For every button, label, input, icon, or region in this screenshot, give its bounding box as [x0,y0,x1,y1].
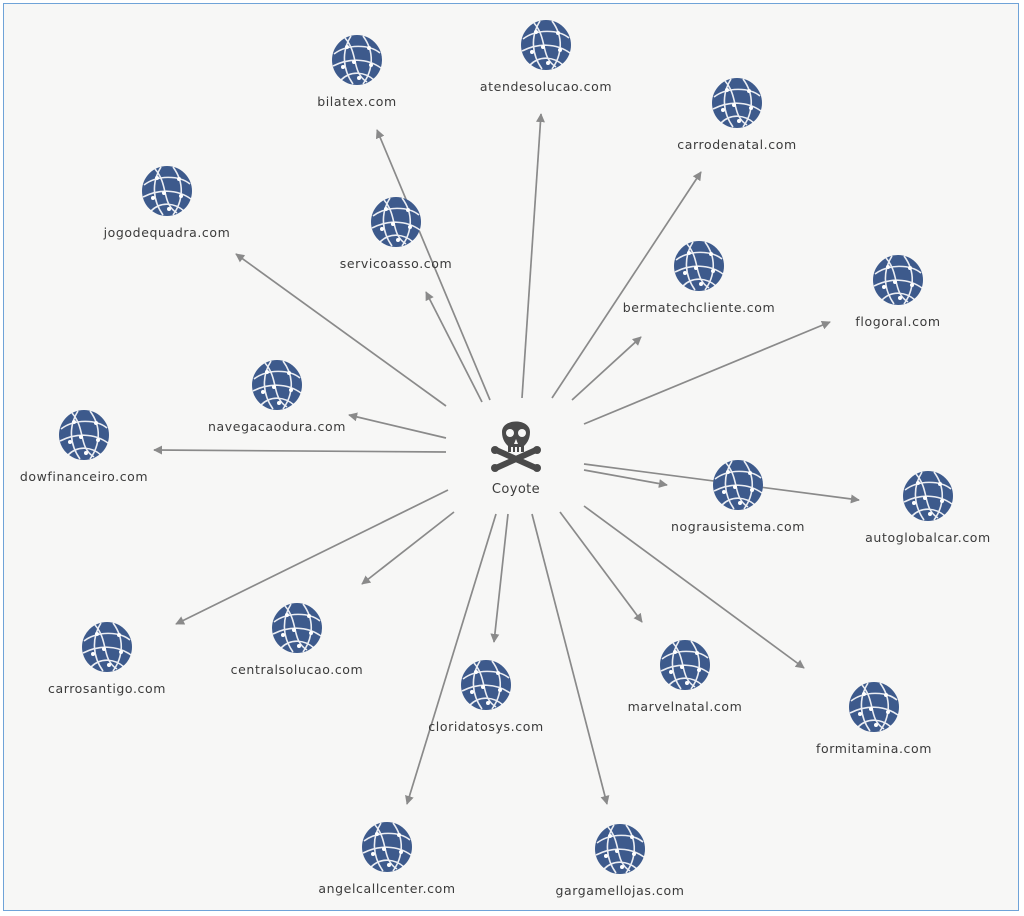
node-centralsolucao[interactable]: centralsolucao.com [231,602,364,677]
edge-coyote-to-nograusistema [583,469,668,488]
globe-icon [673,240,725,292]
node-marvelnatal[interactable]: marvelnatal.com [628,639,743,714]
node-angelcallcenter[interactable]: angelcallcenter.com [318,821,455,896]
globe-icon [251,359,303,411]
globe-icon [848,681,900,733]
globe-icon [370,196,422,248]
skull-crossbones-icon [491,421,541,472]
node-carrosantigo[interactable]: carrosantigo.com [48,621,166,696]
center-node[interactable]: Coyote [491,421,541,498]
node-label: atendesolucao.com [480,79,612,94]
globe-icon [659,639,711,691]
globe-icon [711,77,763,129]
node-label: angelcallcenter.com [318,881,455,896]
edge-coyote-to-dowfinanceiro [153,445,447,455]
globe-icon [872,254,924,306]
globe-icon [594,823,646,875]
edge-coyote-to-carrodenatal [551,171,702,399]
node-nograusistema[interactable]: nograusistema.com [671,459,805,534]
node-servicoasso[interactable]: servicoasso.com [340,196,453,271]
node-jogodequadra[interactable]: jogodequadra.com [103,165,231,240]
edge-coyote-to-carrosantigo [175,489,449,625]
globe-icon [331,34,383,86]
node-label: carrosantigo.com [48,681,166,696]
node-autoglobalcar[interactable]: autoglobalcar.com [865,470,991,545]
node-label: nograusistema.com [671,519,805,534]
link-graph: bilatex.com atendesolucao.com carrodenatal… [20,19,991,898]
center-node-label: Coyote [492,482,540,497]
node-label: marvelnatal.com [628,699,743,714]
graph-canvas[interactable]: bilatex.com atendesolucao.com carrodenatal… [3,3,1019,911]
node-label: bermatechcliente.com [623,300,775,315]
node-bilatex[interactable]: bilatex.com [317,34,397,109]
node-dowfinanceiro[interactable]: dowfinanceiro.com [20,409,148,484]
node-label: cloridatosys.com [428,719,543,734]
edge-coyote-to-bermatechcliente [571,336,642,401]
node-flogoral[interactable]: flogoral.com [855,254,940,329]
globe-icon [712,459,764,511]
node-label: jogodequadra.com [103,225,231,240]
edge-coyote-to-gargamellojas [531,513,610,805]
edge-coyote-to-navegacaodura [348,412,447,439]
edge-coyote-to-marvelnatal [559,511,643,623]
edges-layer [153,113,860,805]
globe-icon [271,602,323,654]
globe-icon [361,821,413,873]
node-cloridatosys[interactable]: cloridatosys.com [428,659,543,734]
edge-coyote-to-formitamina [583,505,805,669]
globe-icon [520,19,572,71]
node-atendesolucao[interactable]: atendesolucao.com [480,19,612,94]
node-label: carrodenatal.com [677,137,796,152]
node-navegacaodura[interactable]: navegacaodura.com [208,359,346,434]
edge-coyote-to-servicoasso [425,291,483,403]
edge-coyote-to-angelcallcenter [405,513,497,805]
edge-coyote-to-atendesolucao [521,113,545,399]
node-label: dowfinanceiro.com [20,469,148,484]
edge-coyote-to-bilatex [375,129,491,401]
node-label: formitamina.com [816,741,932,756]
node-label: autoglobalcar.com [865,530,991,545]
node-label: servicoasso.com [340,256,453,271]
node-gargamellojas[interactable]: gargamellojas.com [555,823,684,898]
edge-coyote-to-cloridatosys [490,513,509,643]
edge-coyote-to-flogoral [583,320,831,425]
node-carrodenatal[interactable]: carrodenatal.com [677,77,796,152]
node-label: flogoral.com [855,314,940,329]
globe-icon [141,165,193,217]
node-label: gargamellojas.com [555,883,684,898]
edge-coyote-to-jogodequadra [235,253,447,407]
globe-icon [460,659,512,711]
node-formitamina[interactable]: formitamina.com [816,681,932,756]
globe-icon [902,470,954,522]
nodes-layer: bilatex.com atendesolucao.com carrodenatal… [20,19,991,898]
node-label: centralsolucao.com [231,662,364,677]
globe-icon [58,409,110,461]
node-label: navegacaodura.com [208,419,346,434]
node-bermatechcliente[interactable]: bermatechcliente.com [623,240,775,315]
globe-icon [81,621,133,673]
edge-coyote-to-centralsolucao [361,511,455,585]
node-label: bilatex.com [317,94,397,109]
